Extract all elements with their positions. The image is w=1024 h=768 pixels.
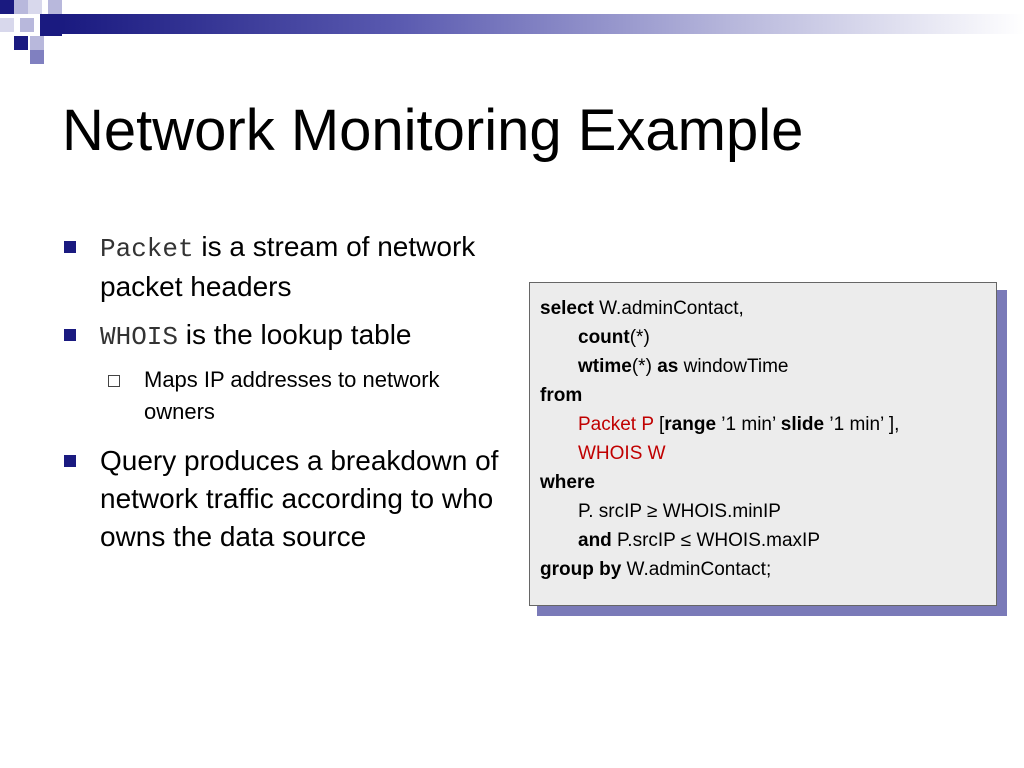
- bullet-text: is the lookup table: [178, 319, 412, 350]
- deco-square: [14, 0, 28, 14]
- keyword: from: [540, 385, 583, 406]
- query-line: from: [540, 381, 986, 410]
- stream-name: Packet P: [578, 414, 654, 435]
- query-text: P. srcIP ≥ WHOIS.minIP: [578, 501, 781, 522]
- query-text: ’1 min’ ],: [824, 414, 900, 435]
- square-bullet-icon: [64, 241, 76, 253]
- bullet-item: Packet is a stream of network packet hea…: [62, 228, 502, 306]
- keyword: range: [664, 414, 717, 435]
- bullet-item: WHOIS is the lookup table: [62, 316, 502, 356]
- sub-bullet-text: Maps IP addresses to network owners: [144, 367, 440, 424]
- query-line: select W.adminContact,: [540, 294, 986, 323]
- deco-square: [40, 14, 62, 36]
- query-box: select W.adminContact, count(*) wtime(*)…: [529, 282, 997, 606]
- deco-square: [14, 36, 28, 50]
- bullet-text: is a stream of network packet headers: [100, 231, 476, 302]
- query-text: P.srcIP ≤ WHOIS.maxIP: [611, 530, 820, 551]
- query-text: W.adminContact,: [593, 298, 744, 319]
- deco-square: [20, 18, 34, 32]
- sub-bullet-item: Maps IP addresses to network owners: [108, 364, 502, 428]
- header-decoration: [0, 0, 1024, 70]
- deco-square: [30, 36, 44, 50]
- square-bullet-icon: [64, 455, 76, 467]
- code-term: WHOIS: [100, 322, 179, 352]
- code-term: Packet: [100, 234, 194, 264]
- deco-square: [0, 18, 14, 32]
- bullet-item: Query produces a breakdown of network tr…: [62, 442, 502, 556]
- deco-square: [0, 0, 14, 14]
- query-text: (*): [629, 327, 650, 348]
- keyword: slide: [780, 414, 825, 435]
- query-text: (*): [631, 356, 658, 377]
- query-line: Packet P [range ’1 min’ slide ’1 min’ ],: [540, 410, 986, 439]
- keyword: and: [578, 530, 612, 551]
- query-line: P. srcIP ≥ WHOIS.minIP: [540, 497, 986, 526]
- keyword: count: [578, 327, 630, 348]
- query-line: group by W.adminContact;: [540, 555, 986, 584]
- query-text: ’1 min’: [716, 414, 781, 435]
- query-line: WHOIS W: [540, 439, 986, 468]
- header-gradient-bar: [62, 14, 1024, 34]
- square-bullet-icon: [64, 329, 76, 341]
- query-text: W.adminContact;: [621, 559, 772, 580]
- query-line: count(*): [540, 323, 986, 352]
- query-line: where: [540, 468, 986, 497]
- query-text: [: [653, 414, 665, 435]
- query-line: wtime(*) as windowTime: [540, 352, 986, 381]
- deco-square: [48, 0, 62, 14]
- table-name: WHOIS W: [578, 443, 666, 464]
- keyword: as: [657, 356, 679, 377]
- hollow-square-bullet-icon: [108, 375, 120, 387]
- query-line: and P.srcIP ≤ WHOIS.maxIP: [540, 526, 986, 555]
- keyword: where: [540, 472, 595, 493]
- deco-square: [30, 50, 44, 64]
- bullet-text: Query produces a breakdown of network tr…: [100, 445, 499, 552]
- keyword: select: [540, 298, 594, 319]
- slide-title: Network Monitoring Example: [62, 98, 804, 163]
- bullet-list: Packet is a stream of network packet hea…: [62, 228, 502, 566]
- keyword: group by: [540, 559, 622, 580]
- query-text: windowTime: [678, 356, 789, 377]
- deco-square: [28, 0, 42, 14]
- keyword: wtime: [578, 356, 632, 377]
